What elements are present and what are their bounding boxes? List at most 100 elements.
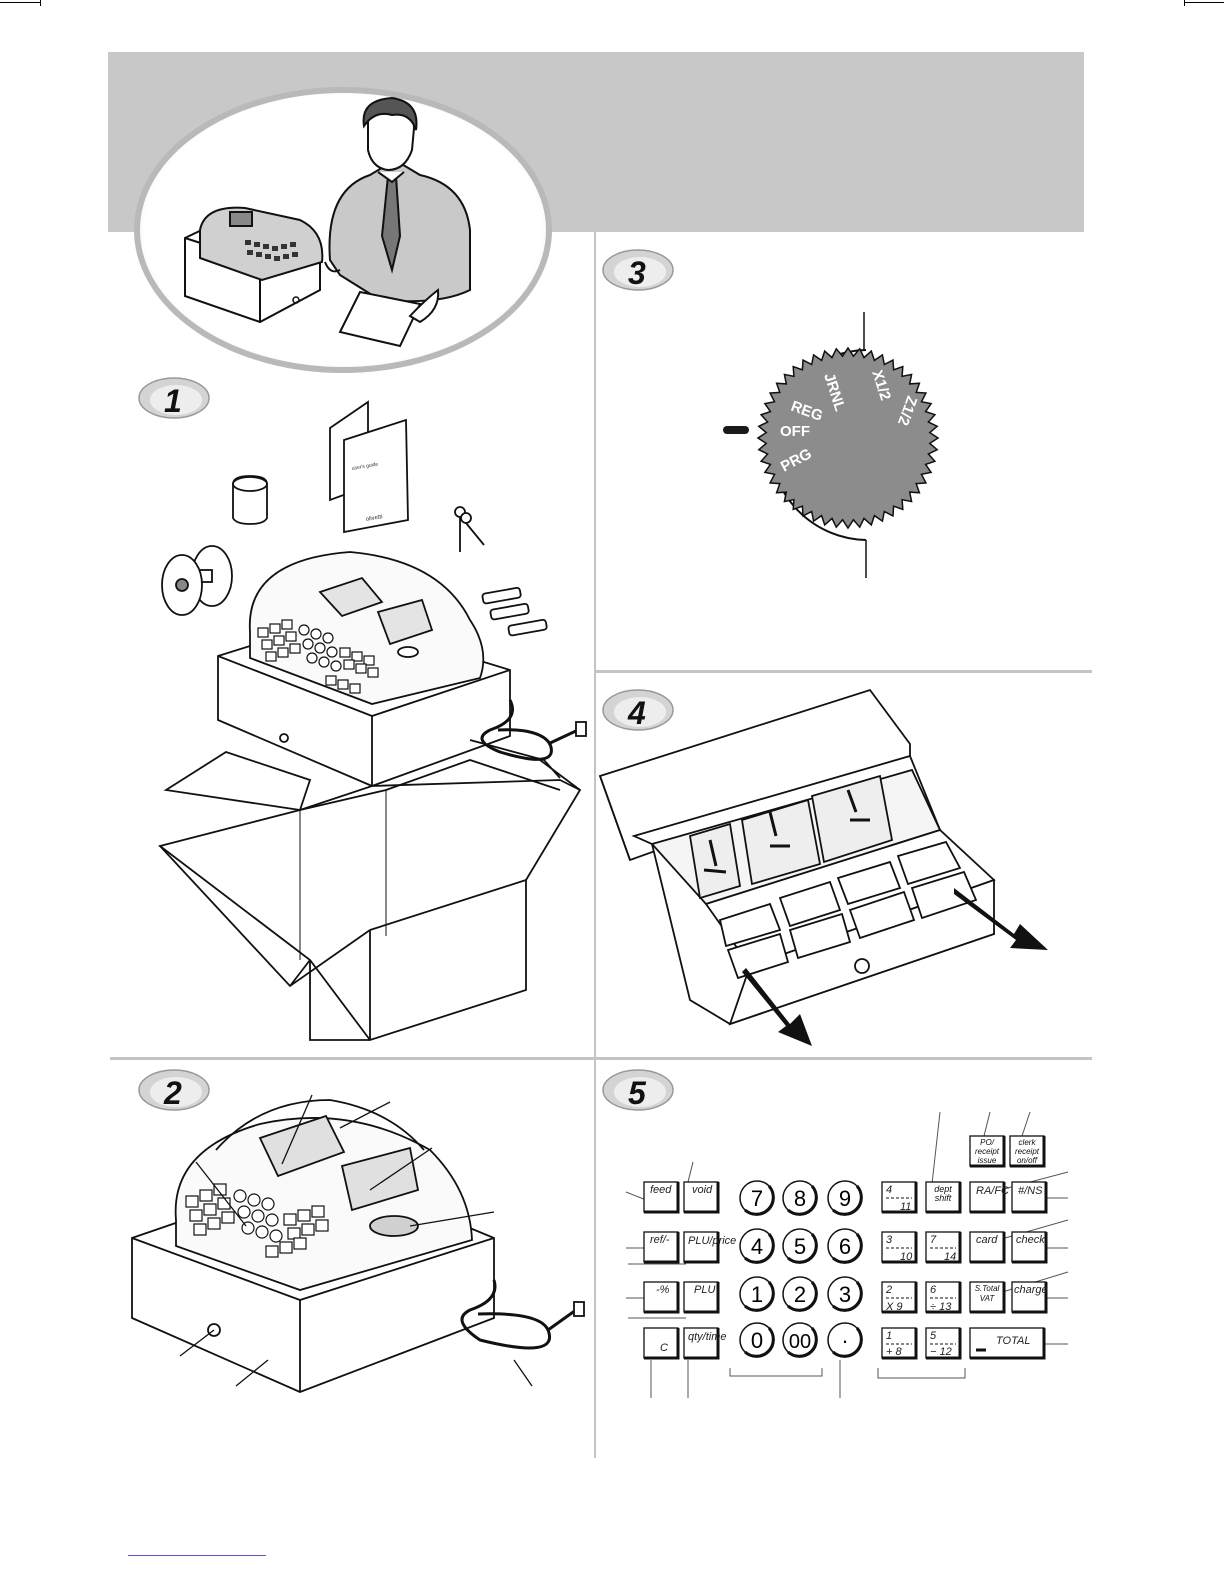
key-subtotal-label: S.Total VAT xyxy=(970,1282,1004,1304)
key-00-label: 00 xyxy=(789,1331,811,1353)
key-no-sale[interactable]: #/NS xyxy=(1012,1182,1046,1212)
step2-illustration xyxy=(132,1095,584,1392)
key-check-label: check xyxy=(1016,1234,1045,1246)
step4-drawer-illustration xyxy=(600,690,994,1024)
key-total[interactable]: TOTAL xyxy=(970,1328,1044,1358)
key-5-label: 5 xyxy=(794,1234,806,1259)
key-ref[interactable]: ref/- xyxy=(644,1232,678,1262)
key-3[interactable]: 3 xyxy=(828,1277,862,1311)
key-dept-4-11-bottom: 11 xyxy=(900,1201,911,1213)
key-qty-time-label: qty/time xyxy=(688,1331,727,1343)
key-void-label: void xyxy=(692,1184,713,1196)
key-dept-2-9[interactable]: 2X 9 xyxy=(882,1282,916,1313)
key-8[interactable]: 8 xyxy=(783,1181,817,1215)
key-plu-price[interactable]: PLU/price xyxy=(684,1232,736,1262)
batteries-icon xyxy=(482,587,547,635)
key-2[interactable]: 2 xyxy=(783,1277,817,1311)
keyboard-diagram: feed void ref/- PLU/price -% PLU C qty/t… xyxy=(600,1120,1090,1410)
key-rafc-label: RA/FC xyxy=(976,1185,1009,1197)
key-dept-3-10-bottom: 10 xyxy=(900,1251,913,1263)
key-1-label: 1 xyxy=(751,1282,763,1307)
step-number-3: 3 xyxy=(628,255,646,291)
key-po-receipt-issue[interactable]: PO/ receipt issue xyxy=(970,1136,1004,1166)
key-dept-7-14-top: 7 xyxy=(930,1234,937,1246)
key-ref-label: ref/- xyxy=(650,1234,670,1246)
key-dept-5-12[interactable]: 5 − 12 xyxy=(926,1328,960,1358)
key-dept-4-11-top: 4 xyxy=(886,1184,892,1196)
key-discount[interactable]: -% xyxy=(644,1282,678,1312)
key-check[interactable]: check xyxy=(1012,1232,1046,1262)
key-dept-1-8[interactable]: 1+ 8 xyxy=(882,1328,916,1358)
key-dept-2-9-bottom: X 9 xyxy=(885,1301,903,1313)
key-dept-4-11[interactable]: 4 11 xyxy=(882,1182,916,1213)
key-feed[interactable]: feed xyxy=(644,1182,678,1212)
key-0-label: 0 xyxy=(751,1328,763,1353)
spool-icon xyxy=(162,546,232,615)
step-number-4: 4 xyxy=(627,695,646,731)
key-9-label: 9 xyxy=(839,1186,851,1211)
key-7[interactable]: 7 xyxy=(740,1181,774,1215)
key-clerk-label: clerk receipt on/off xyxy=(1010,1136,1044,1165)
key-dept-3-10-top: 3 xyxy=(886,1234,893,1246)
footer-link-underline xyxy=(128,1555,266,1556)
key-1[interactable]: 1 xyxy=(740,1277,774,1311)
key-ra-fc[interactable]: RA/FC xyxy=(970,1182,1009,1212)
key-card-label: card xyxy=(976,1234,998,1246)
key-card[interactable]: card xyxy=(970,1232,1004,1262)
keys-icon xyxy=(455,507,484,552)
key-dept-2-9-top: 2 xyxy=(885,1284,892,1296)
key-clerk-receipt[interactable]: clerk receipt on/off xyxy=(1010,1136,1044,1166)
dial-position-off: OFF xyxy=(780,423,810,440)
key-clear-label: C xyxy=(660,1342,668,1354)
key-discount-label: -% xyxy=(656,1284,670,1296)
key-void[interactable]: void xyxy=(684,1182,718,1212)
key-7-label: 7 xyxy=(751,1186,763,1211)
step-badge-1: 1 xyxy=(138,376,210,420)
step-badge-2: 2 xyxy=(138,1068,210,1112)
key-2-label: 2 xyxy=(794,1282,806,1307)
key-subtotal-vat[interactable]: S.Total VAT xyxy=(970,1282,1004,1312)
key-qty-time[interactable]: qty/time xyxy=(684,1328,727,1358)
key-0[interactable]: 0 xyxy=(740,1323,774,1357)
step-badge-5: 5 xyxy=(602,1068,674,1112)
key-dept-6-13-bottom: ÷ 13 xyxy=(930,1301,952,1313)
key-dept-shift-label: dept shift xyxy=(926,1182,960,1203)
key-6-label: 6 xyxy=(839,1234,851,1259)
key-total-label: TOTAL xyxy=(996,1335,1030,1347)
step-number-2: 2 xyxy=(163,1075,182,1111)
key-decimal[interactable]: · xyxy=(828,1323,862,1357)
mode-dial: PRG OFF REG JRNL X1/2 Z1/2 xyxy=(727,312,938,578)
header-oval-illustration xyxy=(137,90,549,370)
key-plu-label: PLU xyxy=(694,1284,715,1296)
step-number-5: 5 xyxy=(628,1075,647,1111)
key-ins-label: #/NS xyxy=(1018,1185,1043,1197)
step-number-1: 1 xyxy=(164,383,182,419)
key-dept-3-10[interactable]: 3 10 xyxy=(882,1232,916,1263)
key-dept-1-8-top: 1 xyxy=(886,1330,892,1342)
key-charge[interactable]: charge xyxy=(1012,1282,1048,1312)
step-badge-3: 3 xyxy=(602,248,674,292)
key-charge-label: charge xyxy=(1014,1284,1048,1296)
key-8-label: 8 xyxy=(794,1186,806,1211)
key-feed-label: feed xyxy=(650,1184,672,1196)
key-dept-7-14[interactable]: 7 14 xyxy=(926,1232,960,1263)
key-6[interactable]: 6 xyxy=(828,1229,862,1263)
key-4-label: 4 xyxy=(751,1234,763,1259)
key-clear[interactable]: C xyxy=(644,1328,678,1358)
key-dept-7-14-bottom: 14 xyxy=(944,1251,956,1263)
key-dept-shift[interactable]: dept shift xyxy=(926,1182,960,1212)
key-3-label: 3 xyxy=(839,1282,851,1307)
key-5[interactable]: 5 xyxy=(783,1229,817,1263)
key-dept-5-12-top: 5 xyxy=(930,1330,937,1342)
step1-illustration: user's guide olivetti xyxy=(160,402,586,1040)
key-dept-5-12-bottom: − 12 xyxy=(930,1346,952,1358)
key-00[interactable]: 00 xyxy=(783,1323,817,1357)
key-dept-6-13[interactable]: 6 ÷ 13 xyxy=(926,1282,960,1313)
key-decimal-label: · xyxy=(841,1328,848,1353)
key-9[interactable]: 9 xyxy=(828,1181,862,1215)
key-plu-price-label: PLU/price xyxy=(688,1235,736,1247)
key-dept-6-13-top: 6 xyxy=(930,1284,937,1296)
key-plu[interactable]: PLU xyxy=(684,1282,718,1312)
key-4[interactable]: 4 xyxy=(740,1229,774,1263)
step-badge-4: 4 xyxy=(602,688,674,732)
